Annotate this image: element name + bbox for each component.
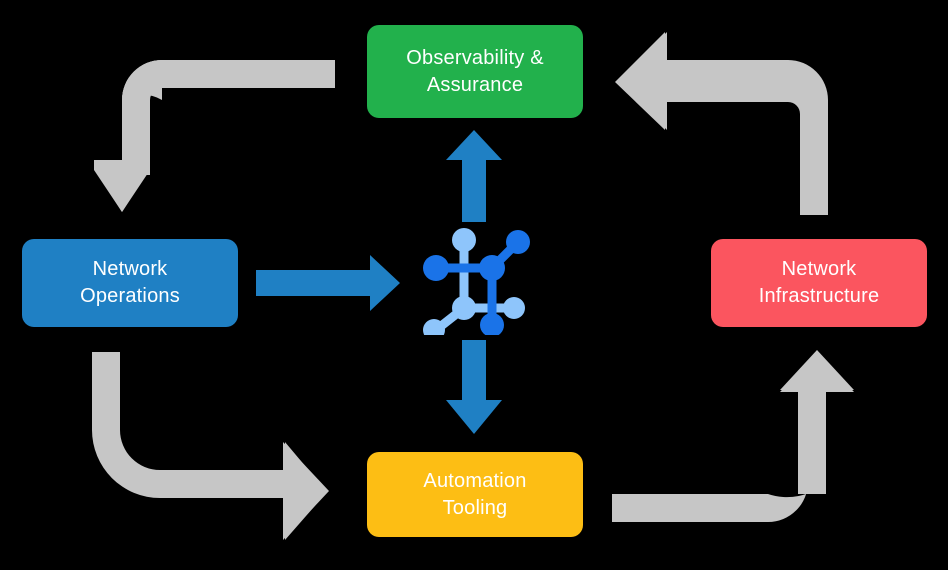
box-network-operations[interactable]: Network Operations [22, 239, 238, 327]
connector-center-to-automation [446, 340, 502, 434]
connector-infrastructure-to-observability [615, 32, 828, 215]
connector-operations-to-automation [92, 352, 329, 540]
box-automation-tooling[interactable]: Automation Tooling [367, 452, 583, 537]
box-network-infrastructure-label: Network Infrastructure [758, 258, 880, 307]
box-observability-assurance-label: Observability & Assurance [406, 46, 544, 96]
connector-center-to-observability [446, 130, 502, 222]
box-network-infrastructure[interactable]: Network Infrastructure [711, 239, 927, 327]
box-observability-assurance[interactable]: Observability & Assurance [367, 25, 583, 118]
box-network-operations-label: Network Operations [80, 258, 180, 307]
connector-observability-to-operations [94, 60, 335, 212]
connector-automation-to-infrastructure [612, 350, 854, 522]
connector-operations-to-center [256, 255, 400, 311]
network-topology-icon [423, 228, 530, 335]
box-automation-tooling-label: Automation Tooling [423, 469, 527, 519]
